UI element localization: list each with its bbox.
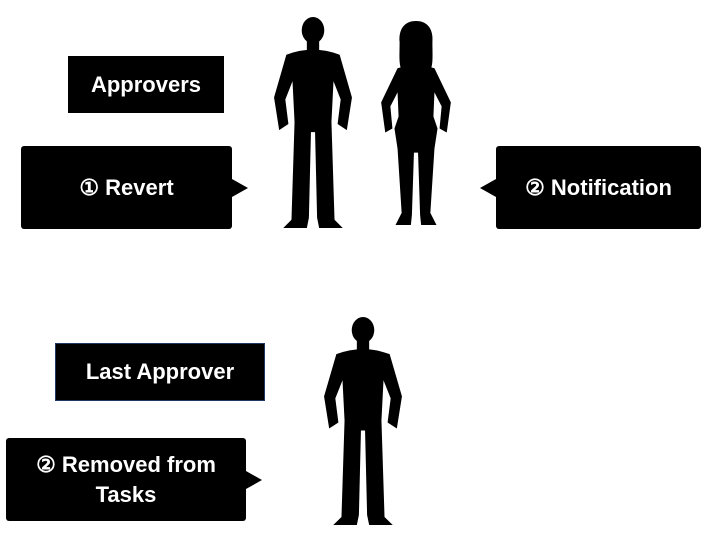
removed-from-tasks-callout: ② Removed from Tasks bbox=[6, 438, 262, 521]
callout-pointer bbox=[246, 470, 262, 489]
callout-pointer bbox=[480, 178, 496, 197]
approvers-title: Approvers bbox=[68, 56, 224, 113]
last-approver-title: Last Approver bbox=[55, 343, 265, 401]
revert-label: ① Revert bbox=[79, 174, 174, 200]
removed-label-line1: ② Removed from bbox=[36, 451, 216, 477]
callout-pointer bbox=[232, 178, 248, 197]
man-silhouette-icon bbox=[322, 316, 404, 527]
man-silhouette-icon bbox=[272, 16, 354, 230]
removed-label-line2: Tasks bbox=[95, 481, 157, 507]
approvers-title-text: Approvers bbox=[90, 71, 202, 97]
revert-callout: ① Revert bbox=[21, 146, 248, 229]
woman-silhouette-icon bbox=[375, 20, 457, 226]
last-approver-title-text: Last Approver bbox=[85, 359, 235, 384]
notification-label: ② Notification bbox=[525, 174, 672, 200]
notification-callout: ② Notification bbox=[480, 146, 701, 229]
